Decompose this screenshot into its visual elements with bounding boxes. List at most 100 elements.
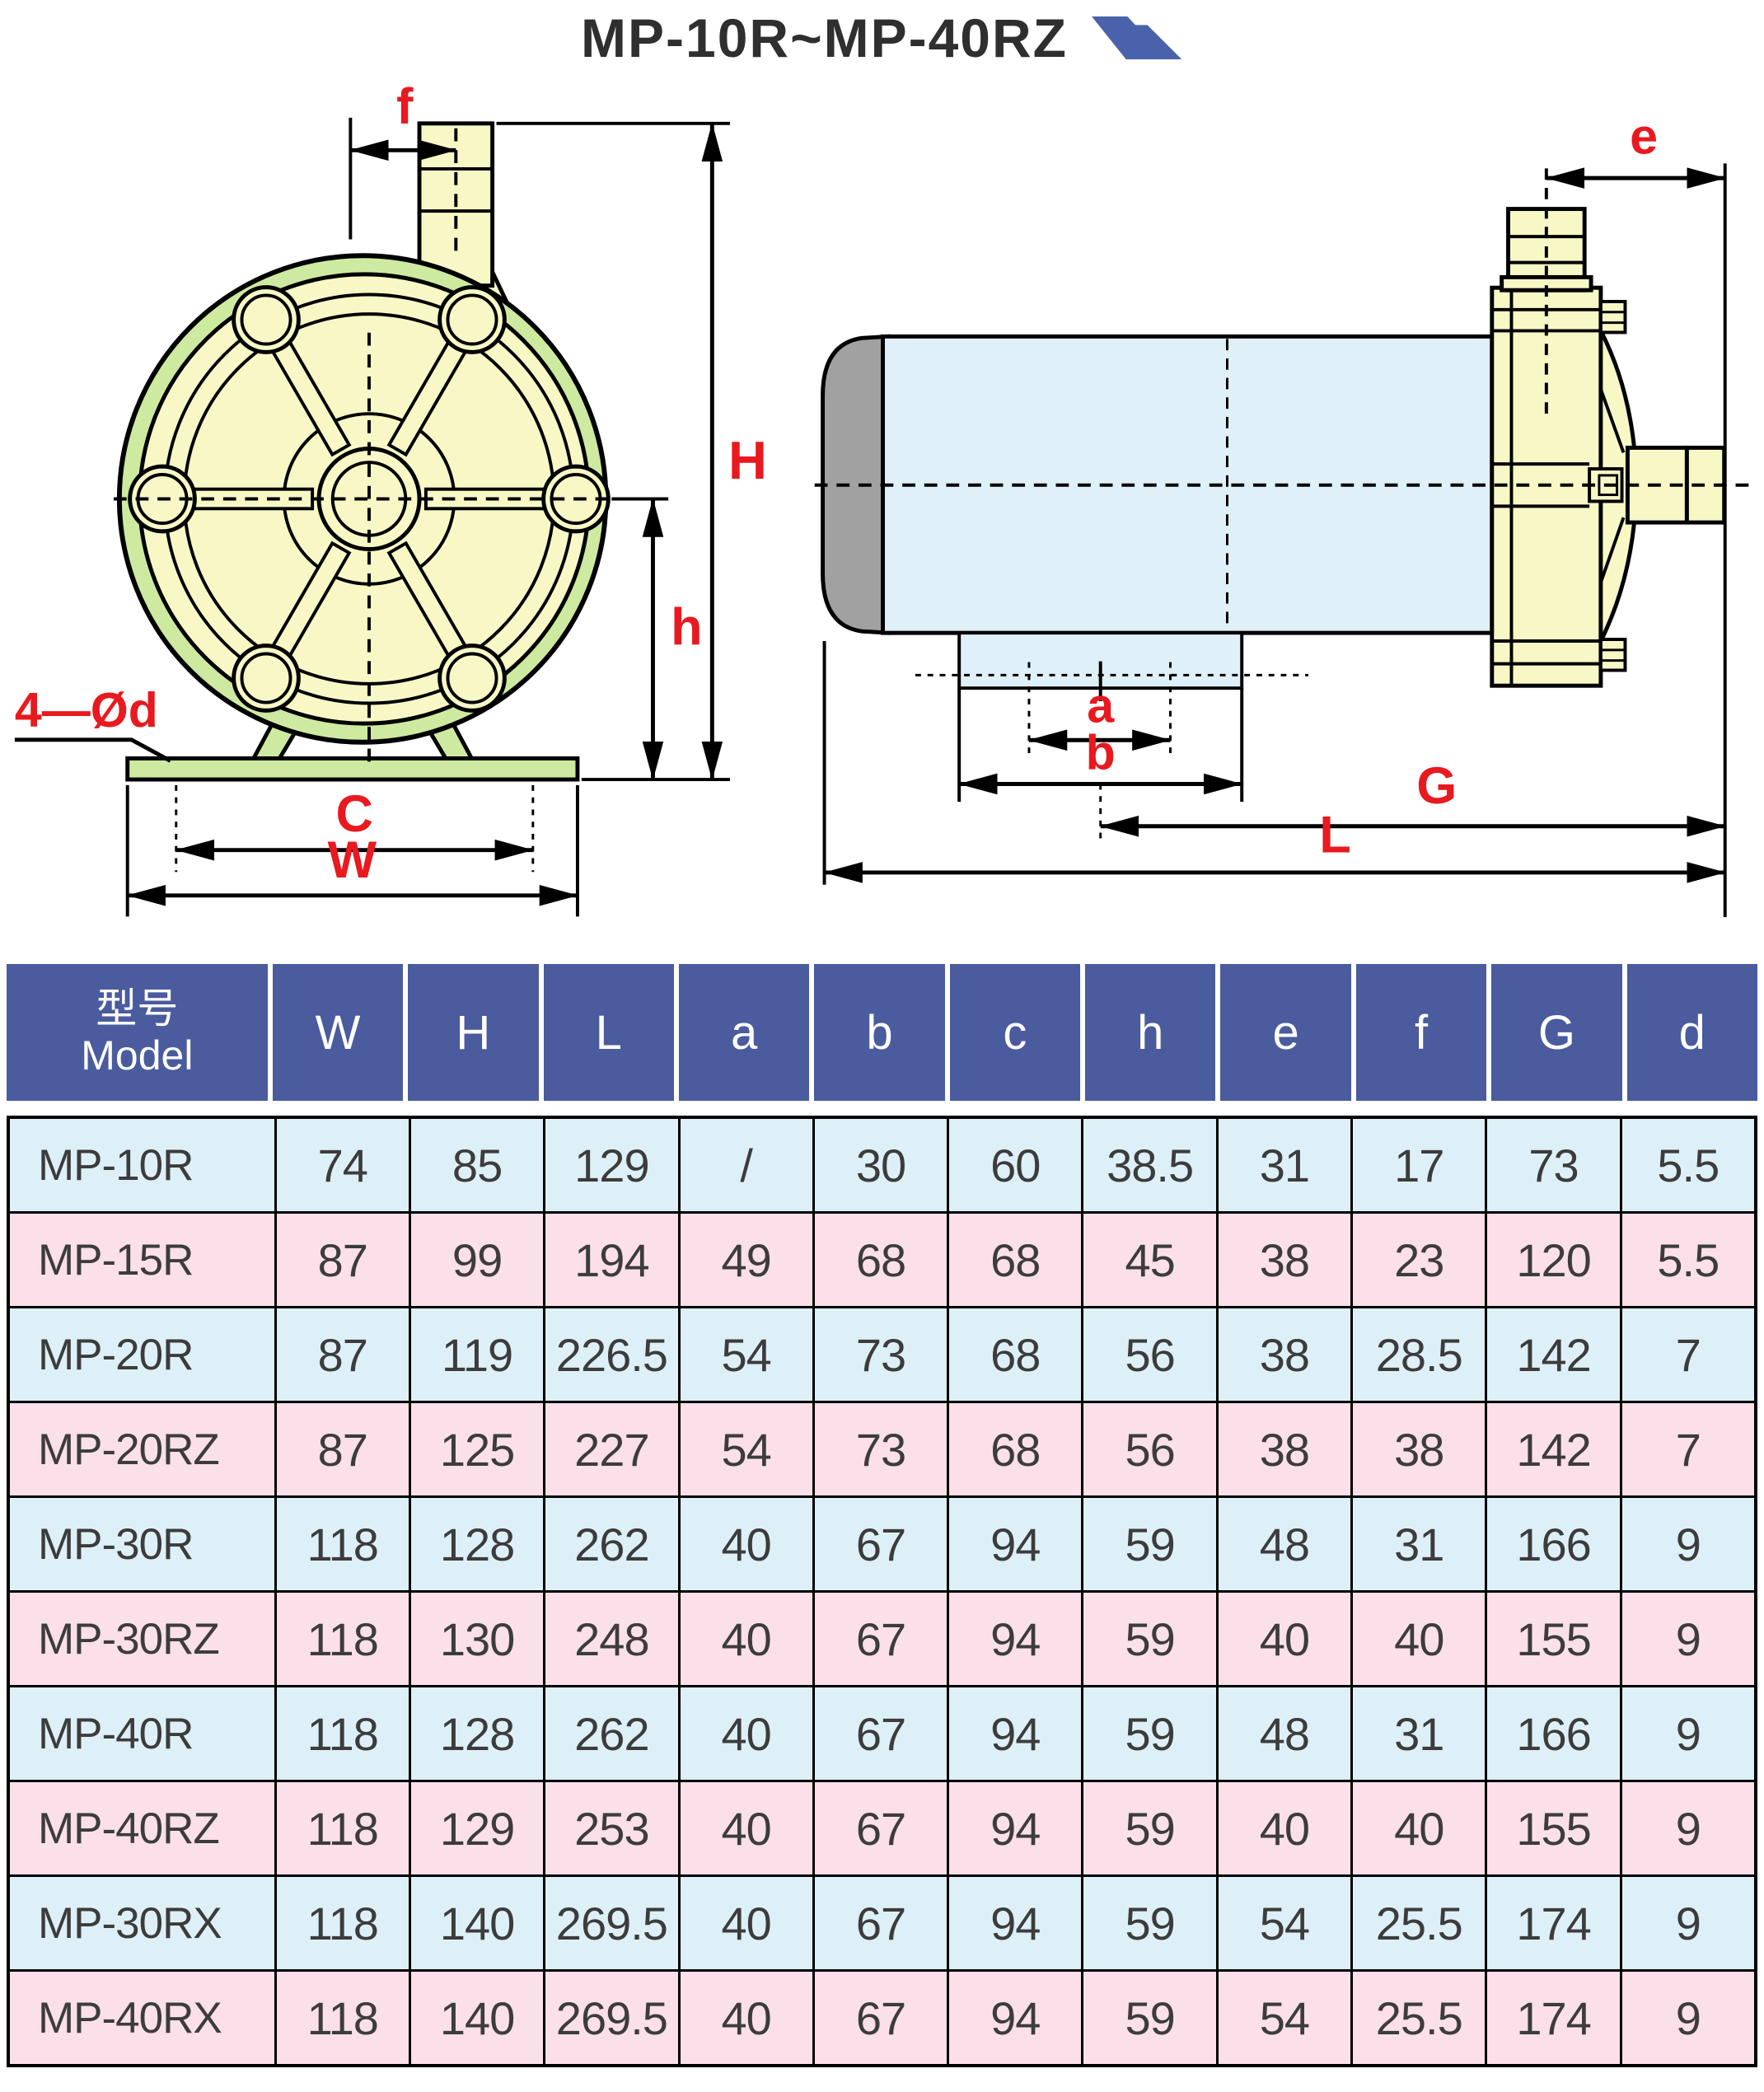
value-cell: 67 — [814, 1972, 948, 2064]
header-cell: b — [814, 964, 945, 1101]
value-cell: 85 — [410, 1119, 544, 1211]
value-cell: 67 — [814, 1877, 948, 1969]
value-cell: 128 — [410, 1687, 544, 1780]
value-cell: 17 — [1353, 1119, 1486, 1211]
title-row: MP-10R~MP-40RZ — [0, 0, 1764, 73]
terminal-box — [915, 631, 1309, 701]
value-cell: 54 — [1218, 1877, 1351, 1969]
value-cell: 269.5 — [545, 1972, 678, 2064]
value-cell: 118 — [276, 1782, 409, 1874]
value-cell: 9 — [1621, 1782, 1754, 1874]
value-cell: 269.5 — [545, 1877, 678, 1969]
value-cell: / — [680, 1119, 812, 1211]
dim-h: h — [611, 497, 703, 781]
value-cell: 73 — [814, 1403, 948, 1495]
side-view-diagram: e a b G — [814, 109, 1751, 918]
model-cell: MP-30RX — [10, 1877, 274, 1969]
dim-e: e — [1545, 109, 1727, 918]
value-cell: 155 — [1487, 1593, 1620, 1685]
dimension-drawings: f H h 4—Ød — [0, 73, 1764, 943]
value-cell: 45 — [1083, 1214, 1216, 1306]
value-cell: 166 — [1487, 1687, 1620, 1780]
dim-label-a: a — [1087, 678, 1115, 733]
value-cell: 54 — [680, 1308, 812, 1401]
value-cell: 25.5 — [1353, 1972, 1486, 2064]
value-cell: 73 — [814, 1308, 948, 1401]
model-cell: MP-40RZ — [10, 1782, 274, 1874]
value-cell: 87 — [276, 1308, 409, 1401]
value-cell: 129 — [545, 1119, 678, 1211]
value-cell: 118 — [276, 1687, 409, 1780]
value-cell: 9 — [1621, 1972, 1754, 2064]
value-cell: 140 — [410, 1877, 544, 1969]
value-cell: 94 — [949, 1498, 1082, 1590]
value-cell: 94 — [949, 1593, 1082, 1685]
value-cell: 68 — [949, 1308, 1082, 1401]
value-cell: 5.5 — [1621, 1119, 1754, 1211]
value-cell: 99 — [410, 1214, 544, 1306]
value-cell: 68 — [814, 1214, 948, 1306]
model-cell: MP-10R — [10, 1119, 274, 1211]
header-cell: d — [1626, 964, 1757, 1101]
value-cell: 40 — [1353, 1593, 1486, 1685]
value-cell: 118 — [276, 1972, 409, 2064]
value-cell: 38 — [1353, 1403, 1486, 1495]
value-cell: 74 — [276, 1119, 409, 1211]
value-cell: 73 — [1487, 1119, 1620, 1211]
value-cell: 248 — [545, 1593, 678, 1685]
page-title: MP-10R~MP-40RZ — [581, 7, 1068, 68]
value-cell: 174 — [1487, 1877, 1620, 1969]
value-cell: 118 — [276, 1593, 409, 1685]
value-cell: 40 — [680, 1877, 812, 1969]
value-cell: 94 — [949, 1782, 1082, 1874]
header-cell: f — [1355, 964, 1487, 1101]
header-cell: H — [408, 964, 539, 1101]
dim-label-L: L — [1319, 806, 1351, 863]
model-cell: MP-15R — [10, 1214, 274, 1306]
model-cell: MP-40RX — [10, 1972, 274, 2064]
value-cell: 119 — [410, 1308, 544, 1401]
front-view-diagram: f H h 4—Ød — [15, 78, 767, 917]
value-cell: 128 — [410, 1498, 544, 1590]
dim-label-H: H — [728, 430, 767, 490]
model-cell: MP-20RZ — [10, 1403, 274, 1495]
pump-head-side — [1490, 207, 1727, 688]
header-cell: c — [949, 964, 1081, 1101]
value-cell: 130 — [410, 1593, 544, 1685]
value-cell: 253 — [545, 1782, 678, 1874]
header-cell-model: 型号 Model — [7, 964, 268, 1101]
value-cell: 227 — [545, 1403, 678, 1495]
value-cell: 67 — [814, 1498, 948, 1590]
dim-C: C — [175, 784, 535, 873]
value-cell: 9 — [1621, 1593, 1754, 1685]
value-cell: 155 — [1487, 1782, 1620, 1874]
value-cell: 129 — [410, 1782, 544, 1874]
value-cell: 40 — [680, 1593, 812, 1685]
value-cell: 40 — [680, 1972, 812, 2064]
brand-swoosh-icon — [1092, 16, 1182, 59]
dim-label-e: e — [1630, 109, 1658, 165]
value-cell: 120 — [1487, 1214, 1620, 1306]
dim-label-f: f — [396, 78, 414, 134]
value-cell: 59 — [1083, 1687, 1216, 1780]
value-cell: 174 — [1487, 1972, 1620, 2064]
dim-a: a — [1027, 662, 1172, 755]
header-cell: h — [1085, 964, 1216, 1101]
dim-f: f — [349, 78, 457, 240]
value-cell: 67 — [814, 1687, 948, 1780]
value-cell: 38 — [1218, 1308, 1351, 1401]
value-cell: 40 — [680, 1687, 812, 1780]
value-cell: 5.5 — [1621, 1214, 1754, 1306]
value-cell: 25.5 — [1353, 1877, 1486, 1969]
header-cell: G — [1491, 964, 1622, 1101]
dim-label-W: W — [328, 831, 377, 889]
dim-label-b: b — [1086, 725, 1116, 780]
